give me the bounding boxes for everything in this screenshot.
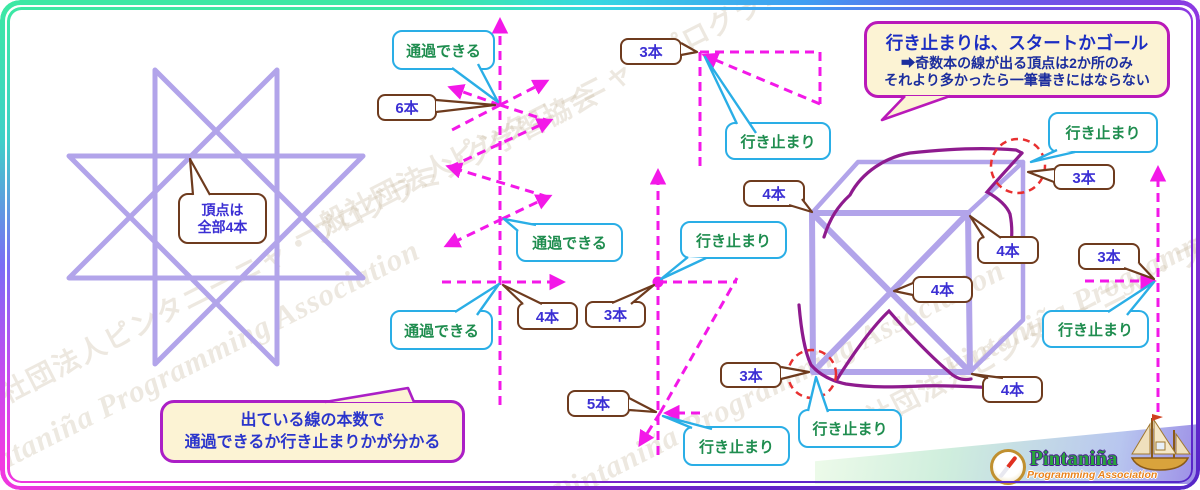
callout-count-3-cube-tr: 3本 xyxy=(1053,164,1115,190)
callout-dead-end-5lines: 行き止まり xyxy=(683,426,790,466)
conclusion-line1: 出ている線の本数で xyxy=(240,411,385,429)
callout-dead-end-cube-tr: 行き止まり xyxy=(1048,112,1158,153)
callout-dead-end-cube-bl: 行き止まり xyxy=(798,409,902,448)
star-vertex-note: 頂点は 全部4本 xyxy=(178,193,267,244)
callout-count-5: 5本 xyxy=(567,390,630,417)
callout-count-4-cross: 4本 xyxy=(517,302,578,330)
conclusion-line2: 通過できるか行き止まりかが分かる xyxy=(184,433,441,451)
callout-count-4-cube-tr: 4本 xyxy=(977,236,1039,264)
callout-count-6: 6本 xyxy=(377,94,437,121)
callout-count-3-rect: 3本 xyxy=(620,38,682,65)
star-vertex-note-line2: 全部4本 xyxy=(197,218,248,235)
callout-pass-top: 通過できる xyxy=(392,30,495,70)
callout-pass-mid: 通過できる xyxy=(516,223,623,262)
callout-count-4-cube-br: 4本 xyxy=(982,376,1043,403)
rule-note-line3: それより多かったら一筆書きにはならない xyxy=(884,72,1150,88)
callout-count-3-right: 3本 xyxy=(1078,243,1140,270)
route-node-dot xyxy=(652,276,664,288)
callout-count-4-center: 4本 xyxy=(912,276,973,303)
star-vertex-note-line1: 頂点は xyxy=(201,202,244,219)
callout-count-3-dot: 3本 xyxy=(585,301,646,328)
callout-count-4-cube-tl: 4本 xyxy=(743,180,805,207)
rule-note-line1: 行き止まりは、スタートかゴール xyxy=(885,32,1149,53)
rule-note-box: 行き止まりは、スタートかゴール ➡奇数本の線が出る頂点は2か所のみ それより多か… xyxy=(864,21,1170,98)
callout-dead-end-dot: 行き止まり xyxy=(680,221,787,259)
callout-dead-end-rect: 行き止まり xyxy=(725,122,831,160)
rule-note-line2: ➡奇数本の線が出る頂点は2か所のみ xyxy=(901,54,1133,71)
callout-pass-bottom: 通過できる xyxy=(390,310,493,350)
conclusion-note-box: 出ている線の本数で 通過できるか行き止まりかが分かる xyxy=(160,400,465,463)
callout-dead-end-right: 行き止まり xyxy=(1042,310,1149,348)
callout-count-3-cube-bl: 3本 xyxy=(720,362,782,388)
